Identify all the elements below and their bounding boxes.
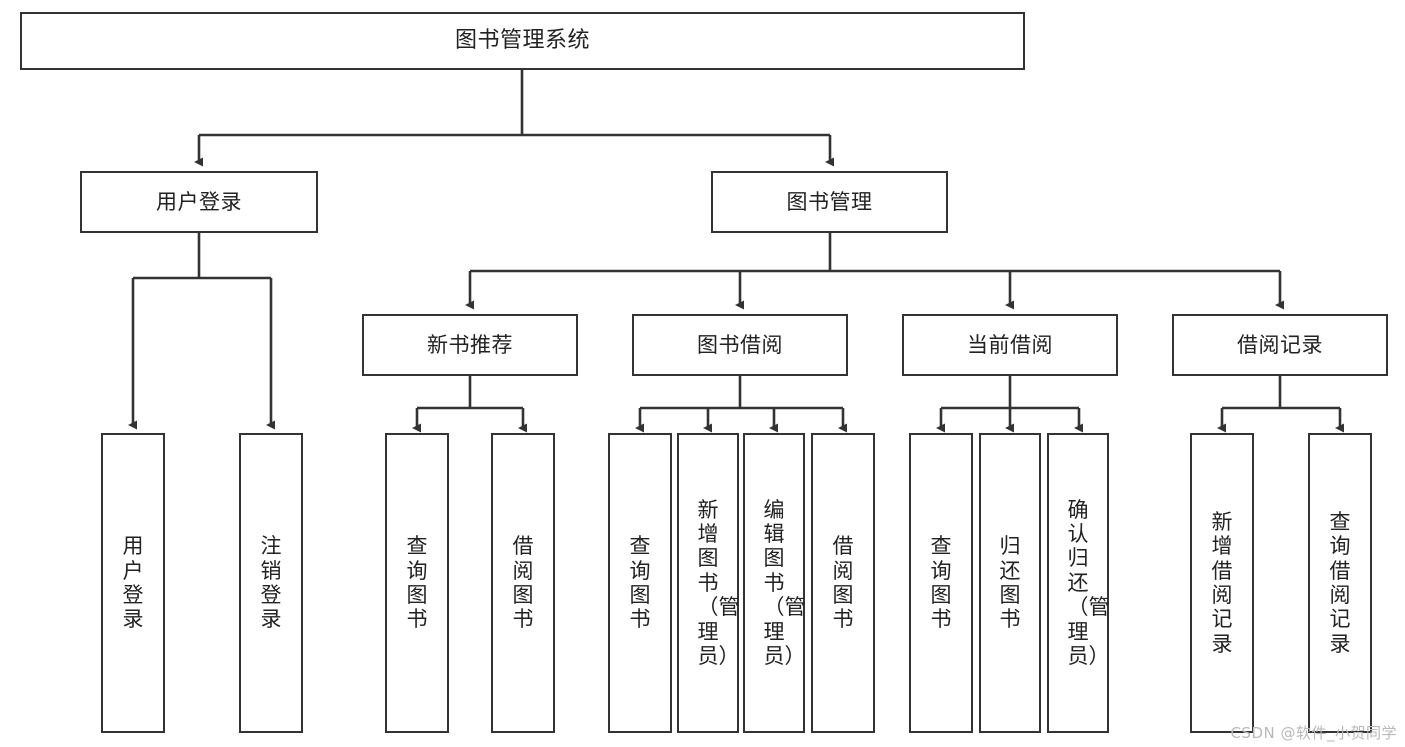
node-leaf-user-login-label: 用户登录 (122, 534, 144, 632)
node-user-login[interactable]: 用户登录 (80, 171, 318, 233)
node-leaf-query-book-2-label: 查询图书 (629, 534, 651, 632)
node-leaf-logout[interactable]: 注销登录 (239, 433, 303, 733)
node-leaf-query-book-3[interactable]: 查询图书 (909, 433, 973, 733)
node-leaf-confirm-return-label: 确认归还（管理员） (1067, 497, 1110, 668)
node-leaf-query-book-3-label: 查询图书 (930, 534, 952, 632)
node-book-borrow[interactable]: 图书借阅 (632, 314, 848, 376)
node-leaf-query-book-1-label: 查询图书 (406, 534, 428, 632)
node-current-borrow-label: 当前借阅 (967, 332, 1053, 357)
node-leaf-query-record-label: 查询借阅记录 (1329, 509, 1351, 656)
node-borrow-record[interactable]: 借阅记录 (1172, 314, 1388, 376)
node-leaf-add-book-label: 新增图书（管理员） (697, 497, 740, 668)
node-book-management-label: 图书管理 (786, 189, 873, 214)
node-leaf-borrow-book-2-label: 借阅图书 (832, 534, 854, 632)
node-root-label: 图书管理系统 (454, 28, 590, 54)
node-leaf-edit-book-label: 编辑图书（管理员） (763, 497, 806, 668)
node-leaf-edit-book[interactable]: 编辑图书（管理员） (743, 433, 806, 733)
node-leaf-borrow-book-1-label: 借阅图书 (512, 534, 534, 632)
node-leaf-return-book-label: 归还图书 (999, 534, 1021, 632)
node-leaf-query-book-2[interactable]: 查询图书 (608, 433, 672, 733)
node-leaf-add-book[interactable]: 新增图书（管理员） (677, 433, 740, 733)
node-leaf-query-book-1[interactable]: 查询图书 (385, 433, 449, 733)
node-leaf-borrow-book-2[interactable]: 借阅图书 (811, 433, 875, 733)
node-leaf-return-book[interactable]: 归还图书 (979, 433, 1041, 733)
node-new-book-recommend[interactable]: 新书推荐 (362, 314, 578, 376)
node-leaf-add-record-label: 新增借阅记录 (1211, 509, 1233, 656)
node-borrow-record-label: 借阅记录 (1237, 332, 1323, 357)
node-leaf-logout-label: 注销登录 (260, 534, 282, 632)
node-leaf-add-record[interactable]: 新增借阅记录 (1190, 433, 1254, 733)
node-leaf-confirm-return[interactable]: 确认归还（管理员） (1047, 433, 1110, 733)
node-book-borrow-label: 图书借阅 (697, 332, 783, 357)
node-root-book-management-system[interactable]: 图书管理系统 (20, 12, 1025, 70)
node-current-borrow[interactable]: 当前借阅 (902, 314, 1118, 376)
node-leaf-query-record[interactable]: 查询借阅记录 (1308, 433, 1372, 733)
node-leaf-borrow-book-1[interactable]: 借阅图书 (491, 433, 555, 733)
csdn-watermark: CSDN @软件_小贺同学 (1230, 724, 1397, 742)
node-leaf-user-login[interactable]: 用户登录 (101, 433, 165, 733)
node-book-management[interactable]: 图书管理 (711, 171, 948, 233)
node-user-login-label: 用户登录 (156, 189, 242, 214)
node-new-book-recommend-label: 新书推荐 (427, 332, 513, 357)
